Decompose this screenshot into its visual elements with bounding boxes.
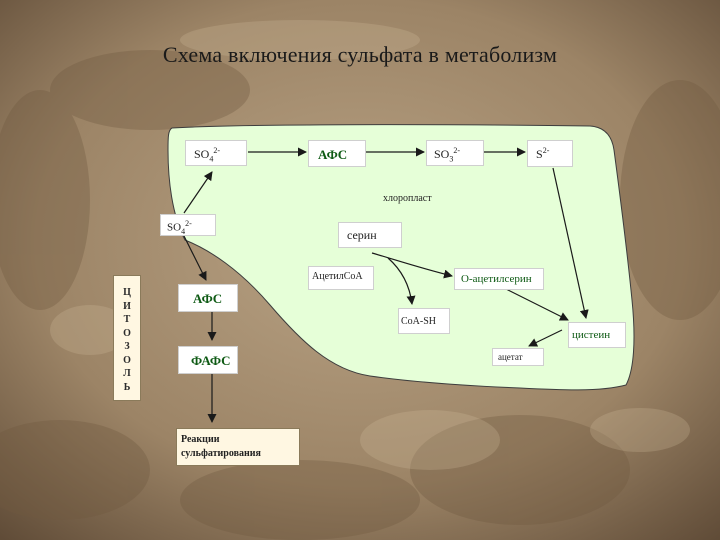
cytosol-letter: О: [123, 354, 131, 368]
node-s2: S2-: [527, 140, 573, 167]
so3-sub: 3: [449, 154, 453, 163]
node-sulfation-reactions: Реакции сульфатирования: [176, 428, 300, 466]
node-so3: SO32-: [426, 140, 484, 166]
cytosol-letter: Т: [124, 313, 131, 327]
s2-base: S: [536, 147, 543, 161]
node-so4-chloroplast: SO42-: [185, 140, 247, 166]
node-acetyl-coa: АцетилCoA: [308, 266, 374, 290]
cytosol-letter: Ь: [124, 381, 131, 395]
s2-sup: 2-: [543, 146, 550, 155]
node-serine: серин: [338, 222, 402, 248]
node-o-acetylserine: О-ацетилсерин: [454, 268, 544, 290]
node-paps: ФАФС: [178, 346, 238, 374]
so4-sup: 2-: [213, 146, 220, 155]
cytosol-label: Ц И Т О З О Л Ь: [113, 275, 141, 401]
node-so4-cytosol: SO42-: [160, 214, 216, 236]
so3-sup: 2-: [453, 146, 460, 155]
so4-cyto-base: SO: [167, 222, 181, 234]
so4-cyto-sup: 2-: [185, 219, 192, 228]
chloroplast-label: хлоропласт: [383, 193, 432, 204]
so3-base: SO: [434, 147, 449, 161]
cytosol-letter: Л: [123, 367, 130, 381]
so4-sub: 4: [209, 154, 213, 163]
cytosol-letter: О: [123, 327, 131, 341]
sulfation-line-2: сульфатирования: [181, 447, 299, 461]
node-acetate: ацетат: [492, 348, 544, 366]
so4-cyto-sub: 4: [181, 227, 185, 236]
cytosol-letter: З: [124, 340, 129, 354]
cytosol-letter: Ц: [123, 286, 131, 300]
so4-base: SO: [194, 147, 209, 161]
diagram-title: Схема включения сульфата в метаболизм: [0, 42, 720, 68]
sulfation-line-1: Реакции: [181, 433, 299, 447]
node-cysteine: цистеин: [568, 322, 626, 348]
cytosol-letter: И: [123, 300, 131, 314]
node-aps-chloroplast: АФС: [308, 140, 366, 167]
node-coa-sh: CoA-SH: [398, 308, 450, 334]
node-aps-cytosol: АФС: [178, 284, 238, 312]
